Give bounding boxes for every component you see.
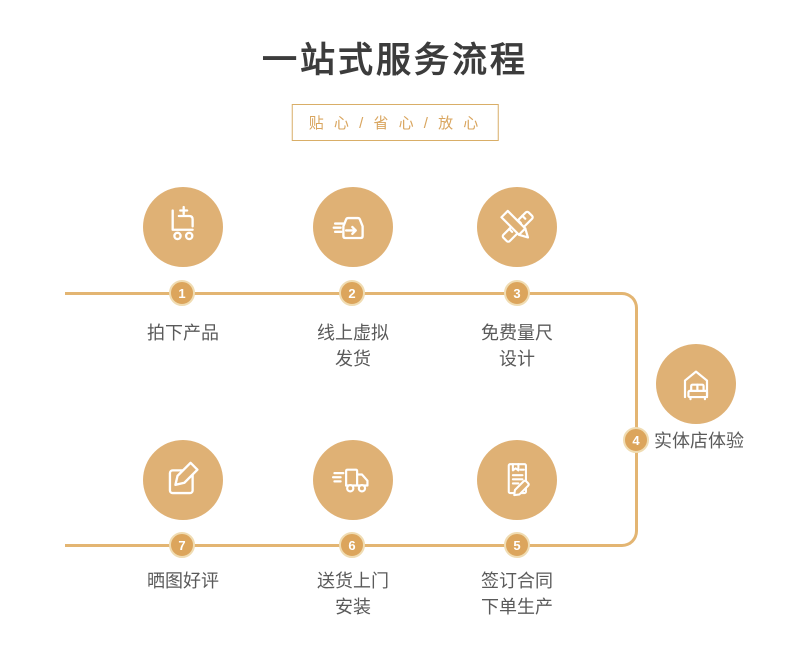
step-3-icon-circle xyxy=(477,187,557,267)
subtitle-box: 贴 心 / 省 心 / 放 心 xyxy=(291,104,499,141)
step-2-number-badge: 2 xyxy=(339,280,365,306)
cart-plus-icon xyxy=(171,205,194,241)
step-7-label: 晒图好评 xyxy=(147,571,219,591)
delivery-truck-icon xyxy=(331,468,369,493)
step-2-icon-circle xyxy=(313,187,393,267)
subtitle-text: 贴 心 / 省 心 / 放 心 xyxy=(308,115,482,132)
step-4-number-badge: 4 xyxy=(623,427,649,453)
step-1-label: 拍下产品 xyxy=(147,323,219,343)
step-7-icon-circle xyxy=(143,440,223,520)
step-3-number-badge: 3 xyxy=(504,280,530,306)
step-3-label: 免费量尺 设计 xyxy=(481,323,553,369)
step-5-label: 签订合同 下单生产 xyxy=(481,571,553,617)
package-ship-icon xyxy=(332,216,364,240)
contract-pen-icon xyxy=(507,463,530,497)
step-6-icon-circle xyxy=(313,440,393,520)
step-1-number-badge: 1 xyxy=(169,280,195,306)
ruler-pencil-icon xyxy=(500,209,534,243)
store-house-icon xyxy=(683,370,709,401)
step-4-icon-circle xyxy=(656,344,736,424)
page-title: 一站式服务流程 xyxy=(261,41,528,80)
step-6-label: 送货上门 安装 xyxy=(317,571,389,617)
step-5-icon-circle xyxy=(477,440,557,520)
step-6-number-badge: 6 xyxy=(339,532,365,558)
step-4-label: 实体店体验 xyxy=(654,431,744,451)
step-1-icon-circle xyxy=(143,187,223,267)
step-7-number-badge: 7 xyxy=(169,532,195,558)
step-5-number-badge: 5 xyxy=(504,532,530,558)
photo-review-icon xyxy=(168,461,199,495)
step-2-label: 线上虚拟 发货 xyxy=(317,323,389,369)
